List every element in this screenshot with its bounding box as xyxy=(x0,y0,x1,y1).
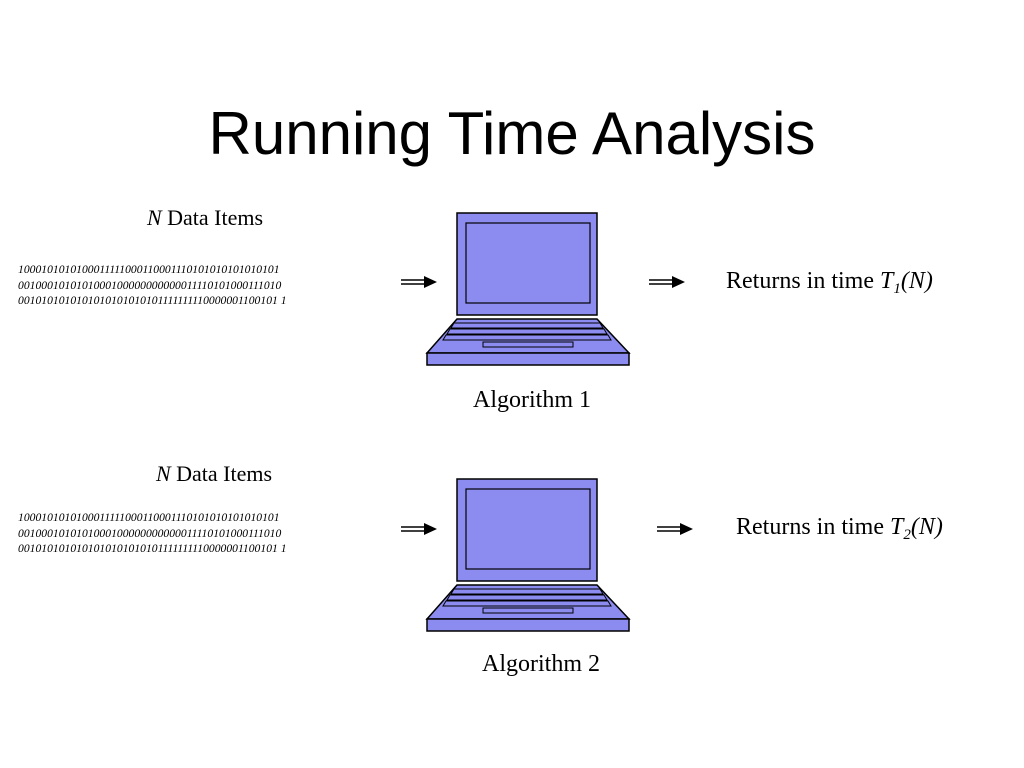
data-items-text: Data Items xyxy=(167,205,264,230)
algorithm-label-1: Algorithm 1 xyxy=(473,387,591,413)
binary-line: 1000101010100011111000110001110101010101… xyxy=(18,511,280,524)
binary-line: 0010001010101000100000000000011110101000… xyxy=(18,526,282,540)
t-variable: T xyxy=(889,514,904,540)
binary-line: 0010101010101010101010101111111110000001… xyxy=(18,542,287,555)
n-variable: N xyxy=(146,205,162,230)
t-variable: T xyxy=(879,268,894,294)
binary-line: 1000101010100011111000110001110101010101… xyxy=(18,263,280,276)
n-variable: N xyxy=(155,461,171,486)
returns-prefix: Returns in time xyxy=(736,514,890,540)
input-arrow-icon xyxy=(401,523,437,535)
binary-line: 0010001010101000100000000000011110101000… xyxy=(18,278,282,292)
returns-text-2: Returns in time T2(N) xyxy=(736,512,1024,543)
n-argument: (N) xyxy=(900,268,933,294)
binary-data-block-2: 1000101010100011111000110001110101010101… xyxy=(18,510,398,557)
binary-data-block-1: 1000101010100011111000110001110101010101… xyxy=(18,262,398,309)
output-arrow-icon xyxy=(657,523,693,535)
returns-text-1: Returns in time T1(N) xyxy=(726,266,1024,297)
laptop-icon xyxy=(425,478,631,632)
input-arrow-icon xyxy=(401,276,437,288)
algorithm-label-2: Algorithm 2 xyxy=(482,651,600,677)
slide-title: Running Time Analysis xyxy=(208,100,816,167)
binary-line: 0010101010101010101010101111111110000001… xyxy=(18,294,287,307)
data-items-label-2: N Data Items xyxy=(84,461,344,487)
output-arrow-icon xyxy=(649,276,685,288)
data-items-label-1: N Data Items xyxy=(75,205,335,231)
t-subscript: 2 xyxy=(903,527,911,543)
t-subscript: 1 xyxy=(893,281,901,297)
data-items-text: Data Items xyxy=(176,461,273,486)
laptop-icon xyxy=(425,212,631,366)
returns-prefix: Returns in time xyxy=(726,268,880,294)
n-argument: (N) xyxy=(910,514,943,540)
